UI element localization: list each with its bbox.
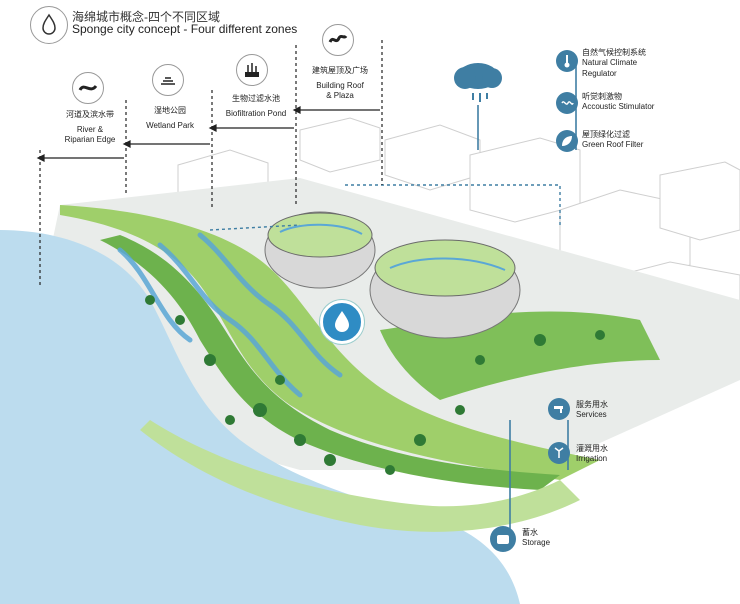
zone-label-wetland: 湿地公园 Wetland Park [130, 106, 210, 131]
zone-roof-en: Building Roof & Plaza [316, 81, 364, 100]
sprinkler-icon [548, 442, 570, 464]
zone-label-biofiltration: 生物过滤水池 Biofiltration Pond [216, 94, 296, 119]
zone-label-roof: 建筑屋顶及广场 Building Roof & Plaza [298, 66, 382, 101]
zone-wetland-en: Wetland Park [146, 121, 194, 130]
legend-irrigation-en: Irrigation [576, 454, 608, 464]
wetland-icon [152, 64, 184, 96]
zone-biofiltration-en: Biofiltration Pond [225, 109, 287, 118]
zone-label-river: 河道及滨水带 River & Riparian Edge [50, 110, 130, 145]
title-english: Sponge city concept - Four different zon… [72, 22, 298, 36]
biofiltration-icon [236, 54, 268, 86]
zone-biofiltration-zh: 生物过滤水池 [232, 94, 280, 103]
legend-storage-en: Storage [522, 538, 551, 548]
legend-services-en: Services [576, 410, 607, 420]
water-drop-icon [30, 6, 68, 44]
zone-river-zh: 河道及滨水带 [66, 110, 114, 119]
legend-storage-zh: 蓄水 [522, 528, 538, 537]
legend-roof-en: Green Roof Filter [582, 140, 644, 150]
zone-river-en: River & Riparian Edge [64, 125, 116, 144]
legend-acoustic-en: Accoustic Stimulator [582, 102, 655, 112]
zone-roof-zh: 建筑屋顶及广场 [312, 66, 368, 75]
zone-wetland-zh: 湿地公园 [154, 106, 186, 115]
river-icon [72, 72, 104, 104]
legend-irrigation-zh: 灌溉用水 [576, 444, 608, 453]
roof-icon [322, 24, 354, 56]
title-chinese: 海绵城市概念-四个不同区域 [72, 10, 220, 24]
water-drop-badge-icon [320, 300, 364, 344]
legend-roof-zh: 屋顶绿化过滤 [582, 130, 630, 139]
legend-climate-en: Natural Climate Regulator [582, 58, 638, 78]
tank-icon [490, 526, 516, 552]
legend-acoustic-zh: 听觉刺激物 [582, 92, 622, 101]
faucet-icon [548, 398, 570, 420]
legend-services-zh: 服务用水 [576, 400, 608, 409]
thermometer-icon [556, 50, 578, 72]
legend-climate-zh: 自然气候控制系统 [582, 48, 646, 57]
sound-icon [556, 92, 578, 114]
leaf-icon [556, 130, 578, 152]
